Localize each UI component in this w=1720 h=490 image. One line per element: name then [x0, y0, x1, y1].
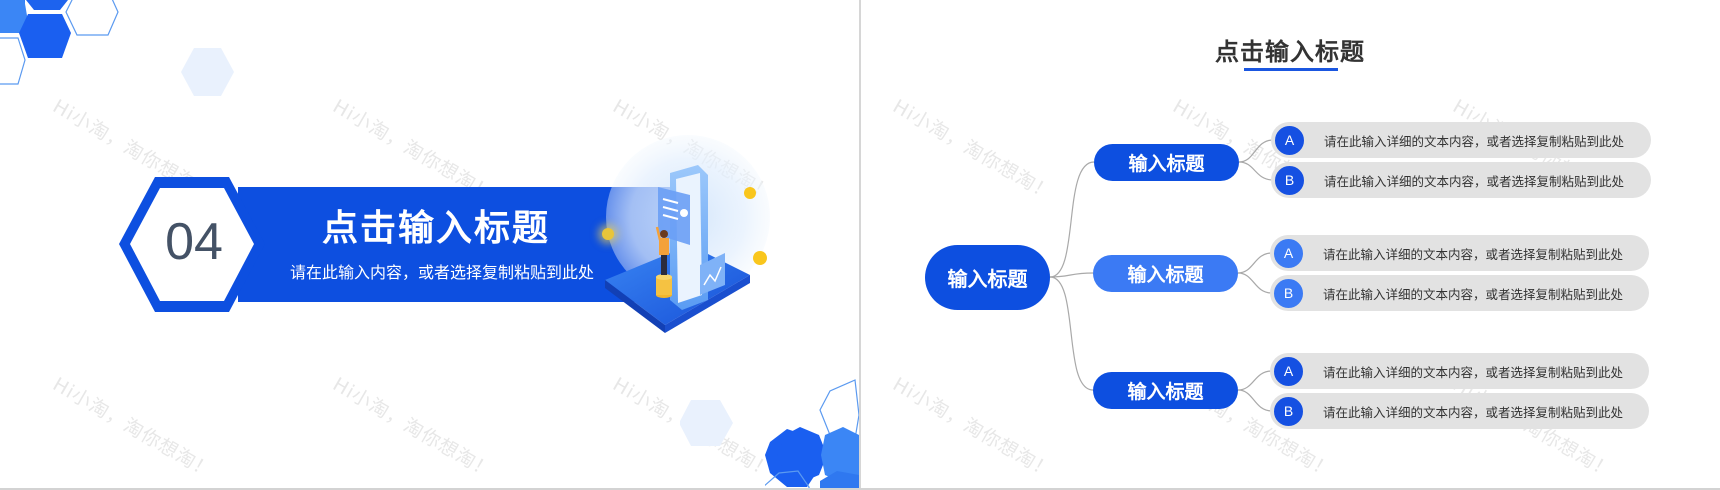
mindmap-branch-node-2[interactable]: 输入标题 — [1093, 255, 1238, 292]
isometric-phone-illustration-icon — [605, 135, 770, 333]
bottom-border — [0, 488, 1720, 490]
mindmap-leaf-item[interactable]: A 请在此输入详细的文本内容，或者选择复制粘贴到此处 — [1271, 122, 1651, 158]
hexagon-cluster-decoration — [0, 0, 119, 85]
number-hexagon — [119, 177, 265, 312]
leaf-text: 请在此输入详细的文本内容，或者选择复制粘贴到此处 — [1323, 286, 1624, 302]
leaf-text: 请在此输入详细的文本内容，或者选择复制粘贴到此处 — [1324, 133, 1625, 149]
pale-hexagon-decoration — [680, 400, 733, 446]
mindmap-leaf-item[interactable]: A 请在此输入详细的文本内容，或者选择复制粘贴到此处 — [1270, 353, 1649, 389]
mindmap-root-node[interactable]: 输入标题 — [925, 245, 1050, 310]
mindmap-branch-node-3[interactable]: 输入标题 — [1093, 372, 1238, 409]
mindmap-leaf-item[interactable]: B 请在此输入详细的文本内容，或者选择复制粘贴到此处 — [1270, 275, 1649, 311]
leaf-text: 请在此输入详细的文本内容，或者选择复制粘贴到此处 — [1323, 246, 1624, 262]
badge-b: B — [1272, 394, 1305, 428]
hexagon-cluster-decoration — [765, 379, 859, 488]
section-number: 04 — [165, 213, 223, 271]
leaf-text: 请在此输入详细的文本内容，或者选择复制粘贴到此处 — [1324, 173, 1625, 189]
leaf-text: 请在此输入详细的文本内容，或者选择复制粘贴到此处 — [1323, 364, 1624, 380]
badge-b: B — [1272, 276, 1305, 310]
mindmap-branch-node-1[interactable]: 输入标题 — [1094, 144, 1239, 181]
mindmap-leaf-item[interactable]: B 请在此输入详细的文本内容，或者选择复制粘贴到此处 — [1271, 162, 1651, 198]
mindmap-leaf-item[interactable]: B 请在此输入详细的文本内容，或者选择复制粘贴到此处 — [1270, 393, 1649, 429]
badge-a: A — [1272, 236, 1305, 270]
slide-section-cover[interactable]: Hi小淘，淘你想淘！ Hi小淘，淘你想淘！ Hi小淘，淘你想淘！ Hi小淘，淘你… — [0, 0, 859, 488]
section-title[interactable]: 点击输入标题 — [322, 208, 551, 249]
leaf-text: 请在此输入详细的文本内容，或者选择复制粘贴到此处 — [1323, 404, 1624, 420]
slide-divider — [859, 0, 861, 490]
glow-dot-decoration — [602, 228, 614, 240]
badge-a: A — [1272, 354, 1305, 388]
mindmap-leaf-item[interactable]: A 请在此输入详细的文本内容，或者选择复制粘贴到此处 — [1270, 235, 1649, 271]
pale-hexagon-decoration — [181, 48, 234, 96]
title-ribbon — [238, 187, 674, 302]
title-underline — [1244, 68, 1338, 71]
badge-a: A — [1273, 123, 1306, 157]
badge-b: B — [1273, 163, 1306, 197]
section-subtitle[interactable]: 请在此输入内容，或者选择复制粘贴到此处 — [290, 263, 595, 282]
mindmap-title[interactable]: 点击输入标题 — [1215, 38, 1365, 66]
